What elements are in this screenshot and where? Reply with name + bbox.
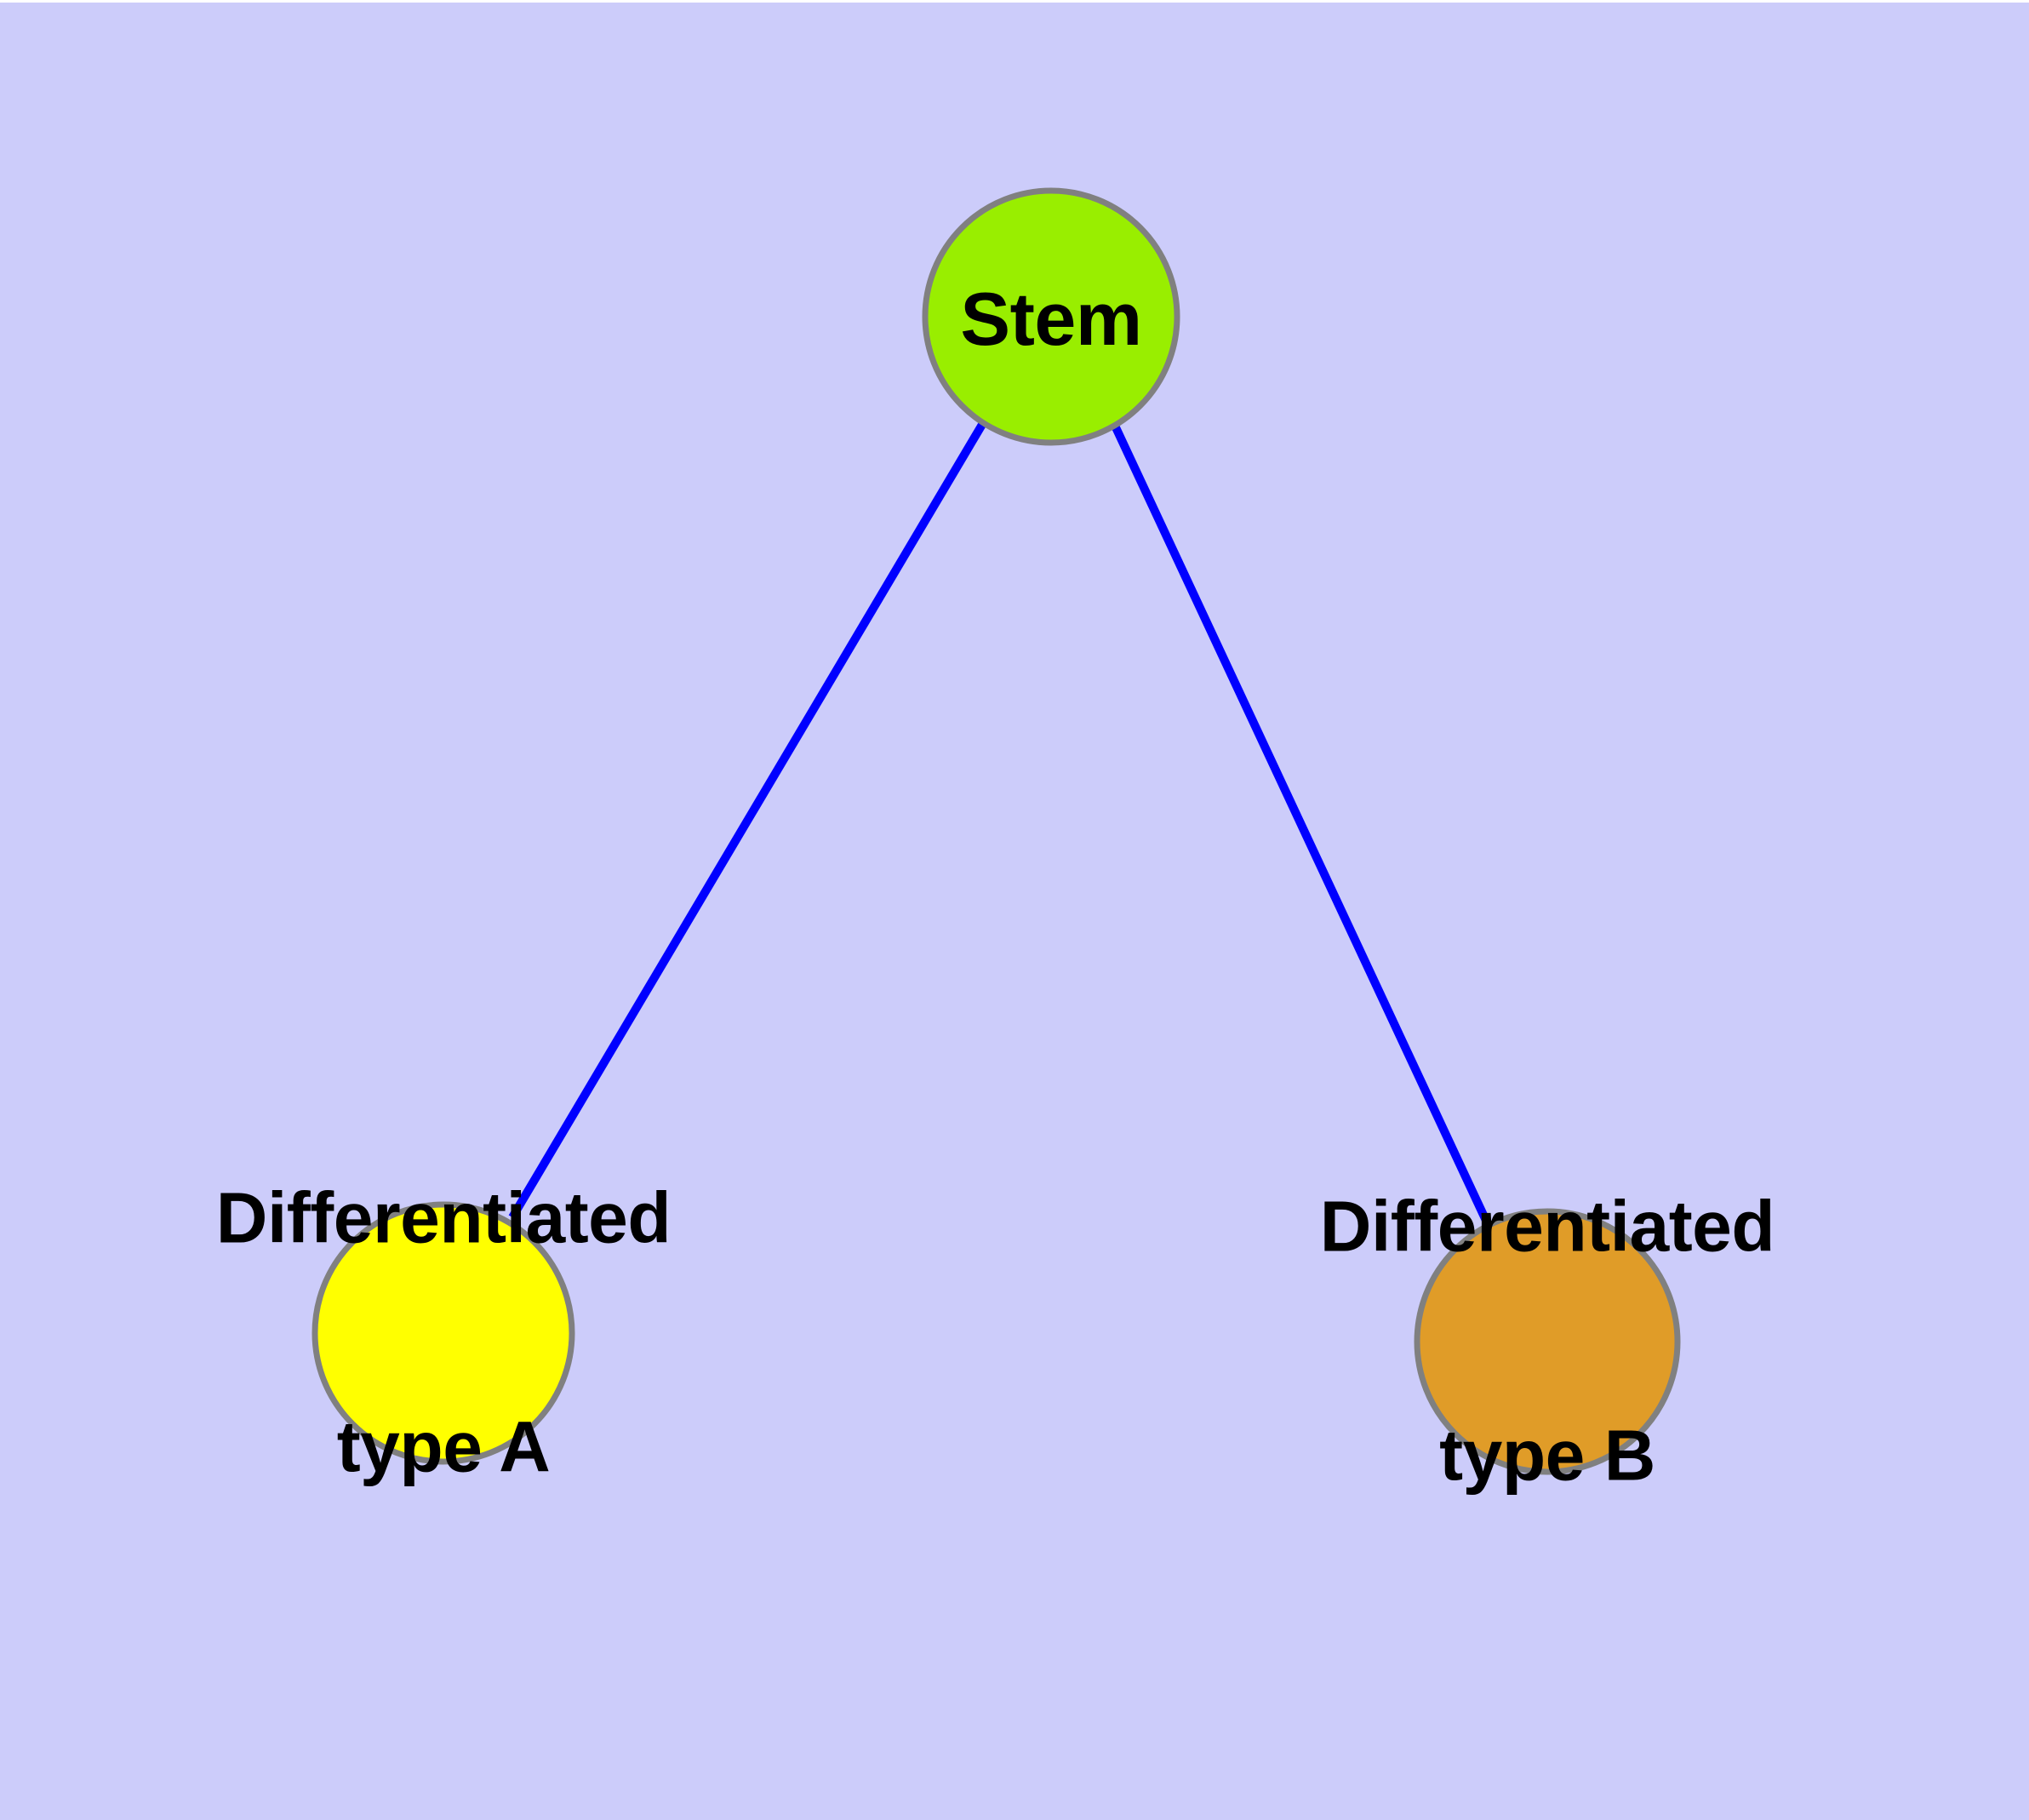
edge-stem-to-type-b[interactable]: [1111, 423, 1492, 1227]
node-circle-differentiated-type-b[interactable]: [1414, 1208, 1681, 1475]
canvas-top-edge: [0, 0, 2029, 3]
node-circle-differentiated-type-a[interactable]: [311, 1201, 575, 1465]
node-circle-stem[interactable]: [922, 187, 1180, 446]
edge-stem-to-type-a[interactable]: [508, 421, 987, 1220]
edge-layer: [508, 421, 1492, 1227]
node-layer: [311, 187, 1681, 1475]
